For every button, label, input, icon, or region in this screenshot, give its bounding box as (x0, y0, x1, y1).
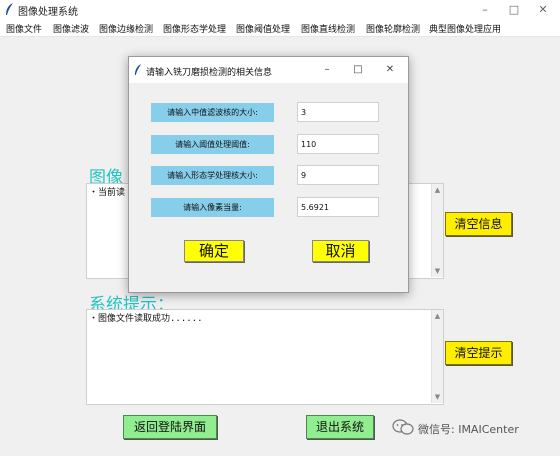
scroll-down-icon[interactable]: ▼ (434, 267, 441, 275)
info-scrollbar[interactable] (431, 184, 443, 277)
clear-tips-button[interactable]: 清空提示 (445, 341, 512, 365)
scroll-down-icon[interactable]: ▼ (434, 393, 441, 401)
menu-edge-detection[interactable]: 图像边缘检测 (99, 25, 154, 35)
maximize-button[interactable]: □ (508, 3, 520, 16)
median-kernel-input[interactable] (297, 102, 379, 122)
scroll-up-icon[interactable]: ▲ (434, 312, 441, 320)
dialog-title: 请输入铣刀磨损检测的相关信息 (146, 68, 273, 78)
wechat-icon (392, 419, 414, 435)
close-button[interactable]: ✕ (538, 3, 548, 16)
cancel-button[interactable]: 取消 (312, 240, 369, 262)
dialog-maximize-button[interactable]: □ (353, 64, 363, 75)
menu-morphology[interactable]: 图像形态学处理 (163, 25, 227, 35)
menu-threshold[interactable]: 图像阈值处理 (236, 25, 291, 35)
morph-kernel-label: 请输入形态学处理核大小: (151, 166, 274, 185)
ok-button[interactable]: 确定 (184, 240, 244, 262)
tips-text: ・图像文件读取成功...... (89, 314, 203, 324)
menu-image-file[interactable]: 图像文件 (6, 25, 43, 35)
morph-kernel-input[interactable] (297, 165, 379, 185)
watermark-text: 微信号: IMAICenter (418, 423, 519, 436)
scroll-up-icon[interactable]: ▲ (434, 186, 441, 194)
info-text: ・当前读 (89, 188, 126, 198)
wear-detection-dialog: 请输入铣刀磨损检测的相关信息 – □ ✕ 请输入中值滤波核的大小: 请输入阈值处… (128, 56, 409, 293)
tips-textbox[interactable] (86, 309, 444, 405)
tips-scrollbar[interactable] (431, 310, 443, 403)
dialog-minimize-button[interactable]: – (324, 64, 330, 75)
app-title: 图像处理系统 (18, 7, 78, 18)
feather-icon (134, 64, 142, 75)
median-kernel-label: 请输入中值滤波核的大小: (151, 103, 274, 122)
dialog-close-button[interactable]: ✕ (385, 64, 395, 75)
exit-button[interactable]: 退出系统 (306, 415, 374, 439)
minimize-button[interactable]: – (482, 3, 488, 16)
feather-icon (6, 3, 13, 15)
menu-image-filter[interactable]: 图像滤波 (53, 25, 90, 35)
threshold-label: 请输入阈值处理阈值: (151, 135, 274, 154)
back-login-button[interactable]: 返回登陆界面 (123, 415, 217, 439)
clear-info-button[interactable]: 清空信息 (445, 212, 512, 236)
menu-line-detection[interactable]: 图像直线检测 (301, 25, 356, 35)
main-titlebar[interactable] (0, 0, 560, 20)
pixel-equivalent-label: 请输入像素当量: (151, 198, 274, 217)
dialog-titlebar[interactable] (129, 57, 408, 83)
menu-contour-detection[interactable]: 图像轮廓检测 (366, 25, 421, 35)
pixel-equivalent-input[interactable] (297, 197, 379, 217)
menu-typical-apps[interactable]: 典型图像处理应用 (429, 25, 502, 35)
menubar (0, 20, 560, 37)
threshold-input[interactable] (297, 134, 379, 154)
